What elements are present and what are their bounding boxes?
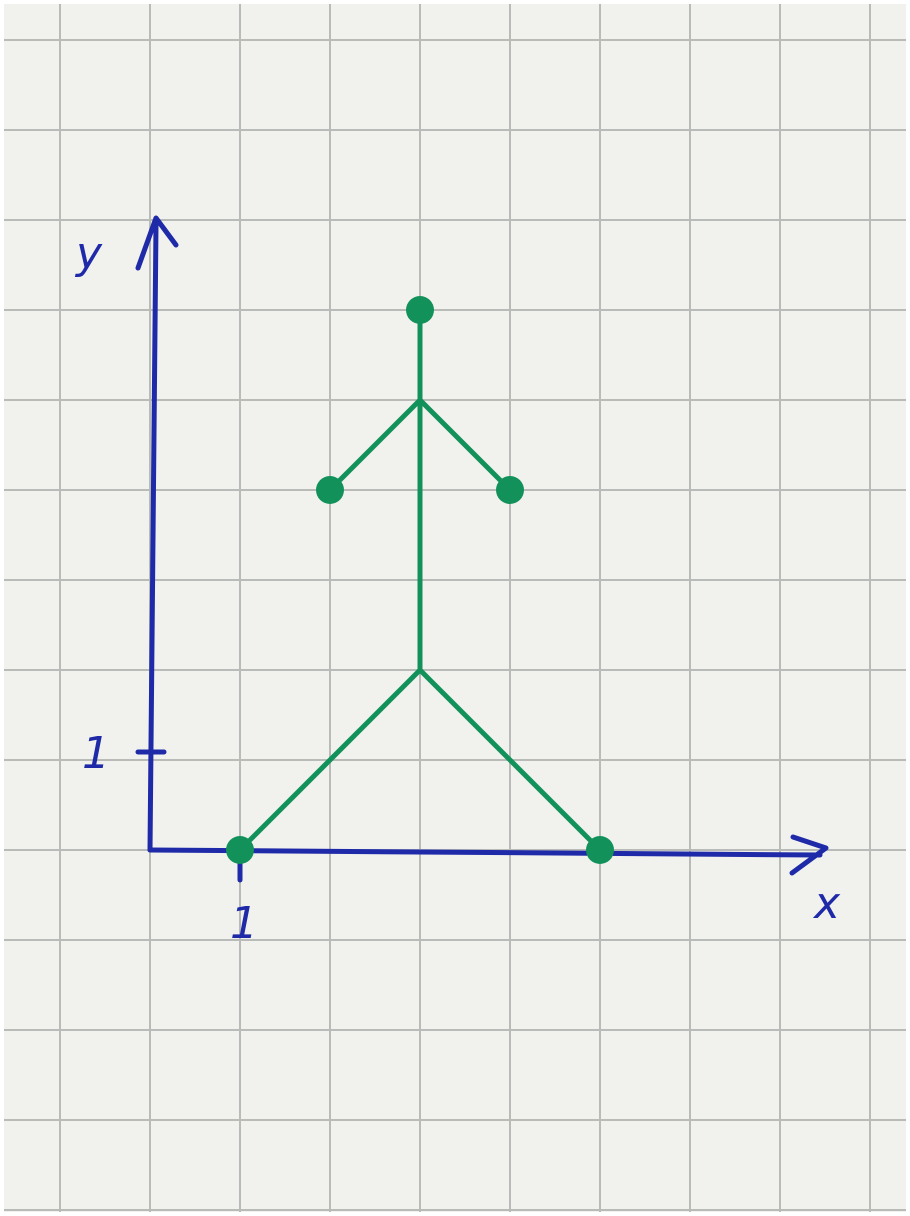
- y-axis-arrowhead: [135, 215, 179, 271]
- y-axis-label: y: [74, 228, 103, 279]
- stick-figure: [226, 296, 614, 864]
- figure-segment: [237, 667, 423, 853]
- figure-point: [406, 296, 434, 324]
- figure-segment: [417, 397, 513, 493]
- grid-lines: [4, 4, 906, 1212]
- coordinate-axes: y x 1 1: [74, 215, 841, 949]
- x-tick-label: 1: [230, 898, 258, 949]
- figure-point: [226, 836, 254, 864]
- x-axis-arrowhead: [789, 834, 829, 876]
- figure-point: [496, 476, 524, 504]
- figure-segment: [327, 397, 423, 493]
- figure-segment: [417, 667, 603, 853]
- x-axis-label: x: [812, 878, 841, 929]
- y-tick-label: 1: [82, 728, 110, 779]
- y-axis: [147, 221, 159, 853]
- figure-point: [316, 476, 344, 504]
- x-axis: [147, 847, 823, 858]
- figure-point: [586, 836, 614, 864]
